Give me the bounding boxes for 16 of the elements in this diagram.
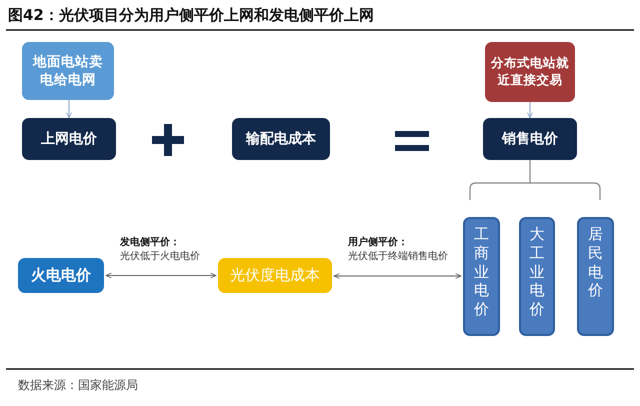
column-box: 工商业电价 bbox=[463, 217, 500, 336]
column-box: 大工业电价 bbox=[519, 217, 555, 336]
process-box: 销售电价 bbox=[483, 118, 577, 160]
process-box: 地面电站卖电给电网 bbox=[22, 42, 114, 100]
arrow bbox=[66, 100, 72, 118]
arrow bbox=[527, 102, 533, 118]
process-box: 火电电价 bbox=[18, 258, 104, 293]
column-box: 居民电价 bbox=[577, 217, 614, 336]
arrow bbox=[334, 273, 462, 279]
arrow bbox=[106, 272, 216, 278]
figure-title: 图42：光伏项目分为用户侧平价上网和发电侧平价上网 bbox=[8, 6, 374, 25]
process-box: 输配电成本 bbox=[232, 118, 330, 160]
process-box: 上网电价 bbox=[22, 118, 116, 160]
process-box: 分布式电站就近直接交易 bbox=[485, 42, 575, 102]
process-box: 光伏度电成本 bbox=[218, 258, 332, 293]
source-note: 数据来源：国家能源局 bbox=[18, 377, 138, 394]
